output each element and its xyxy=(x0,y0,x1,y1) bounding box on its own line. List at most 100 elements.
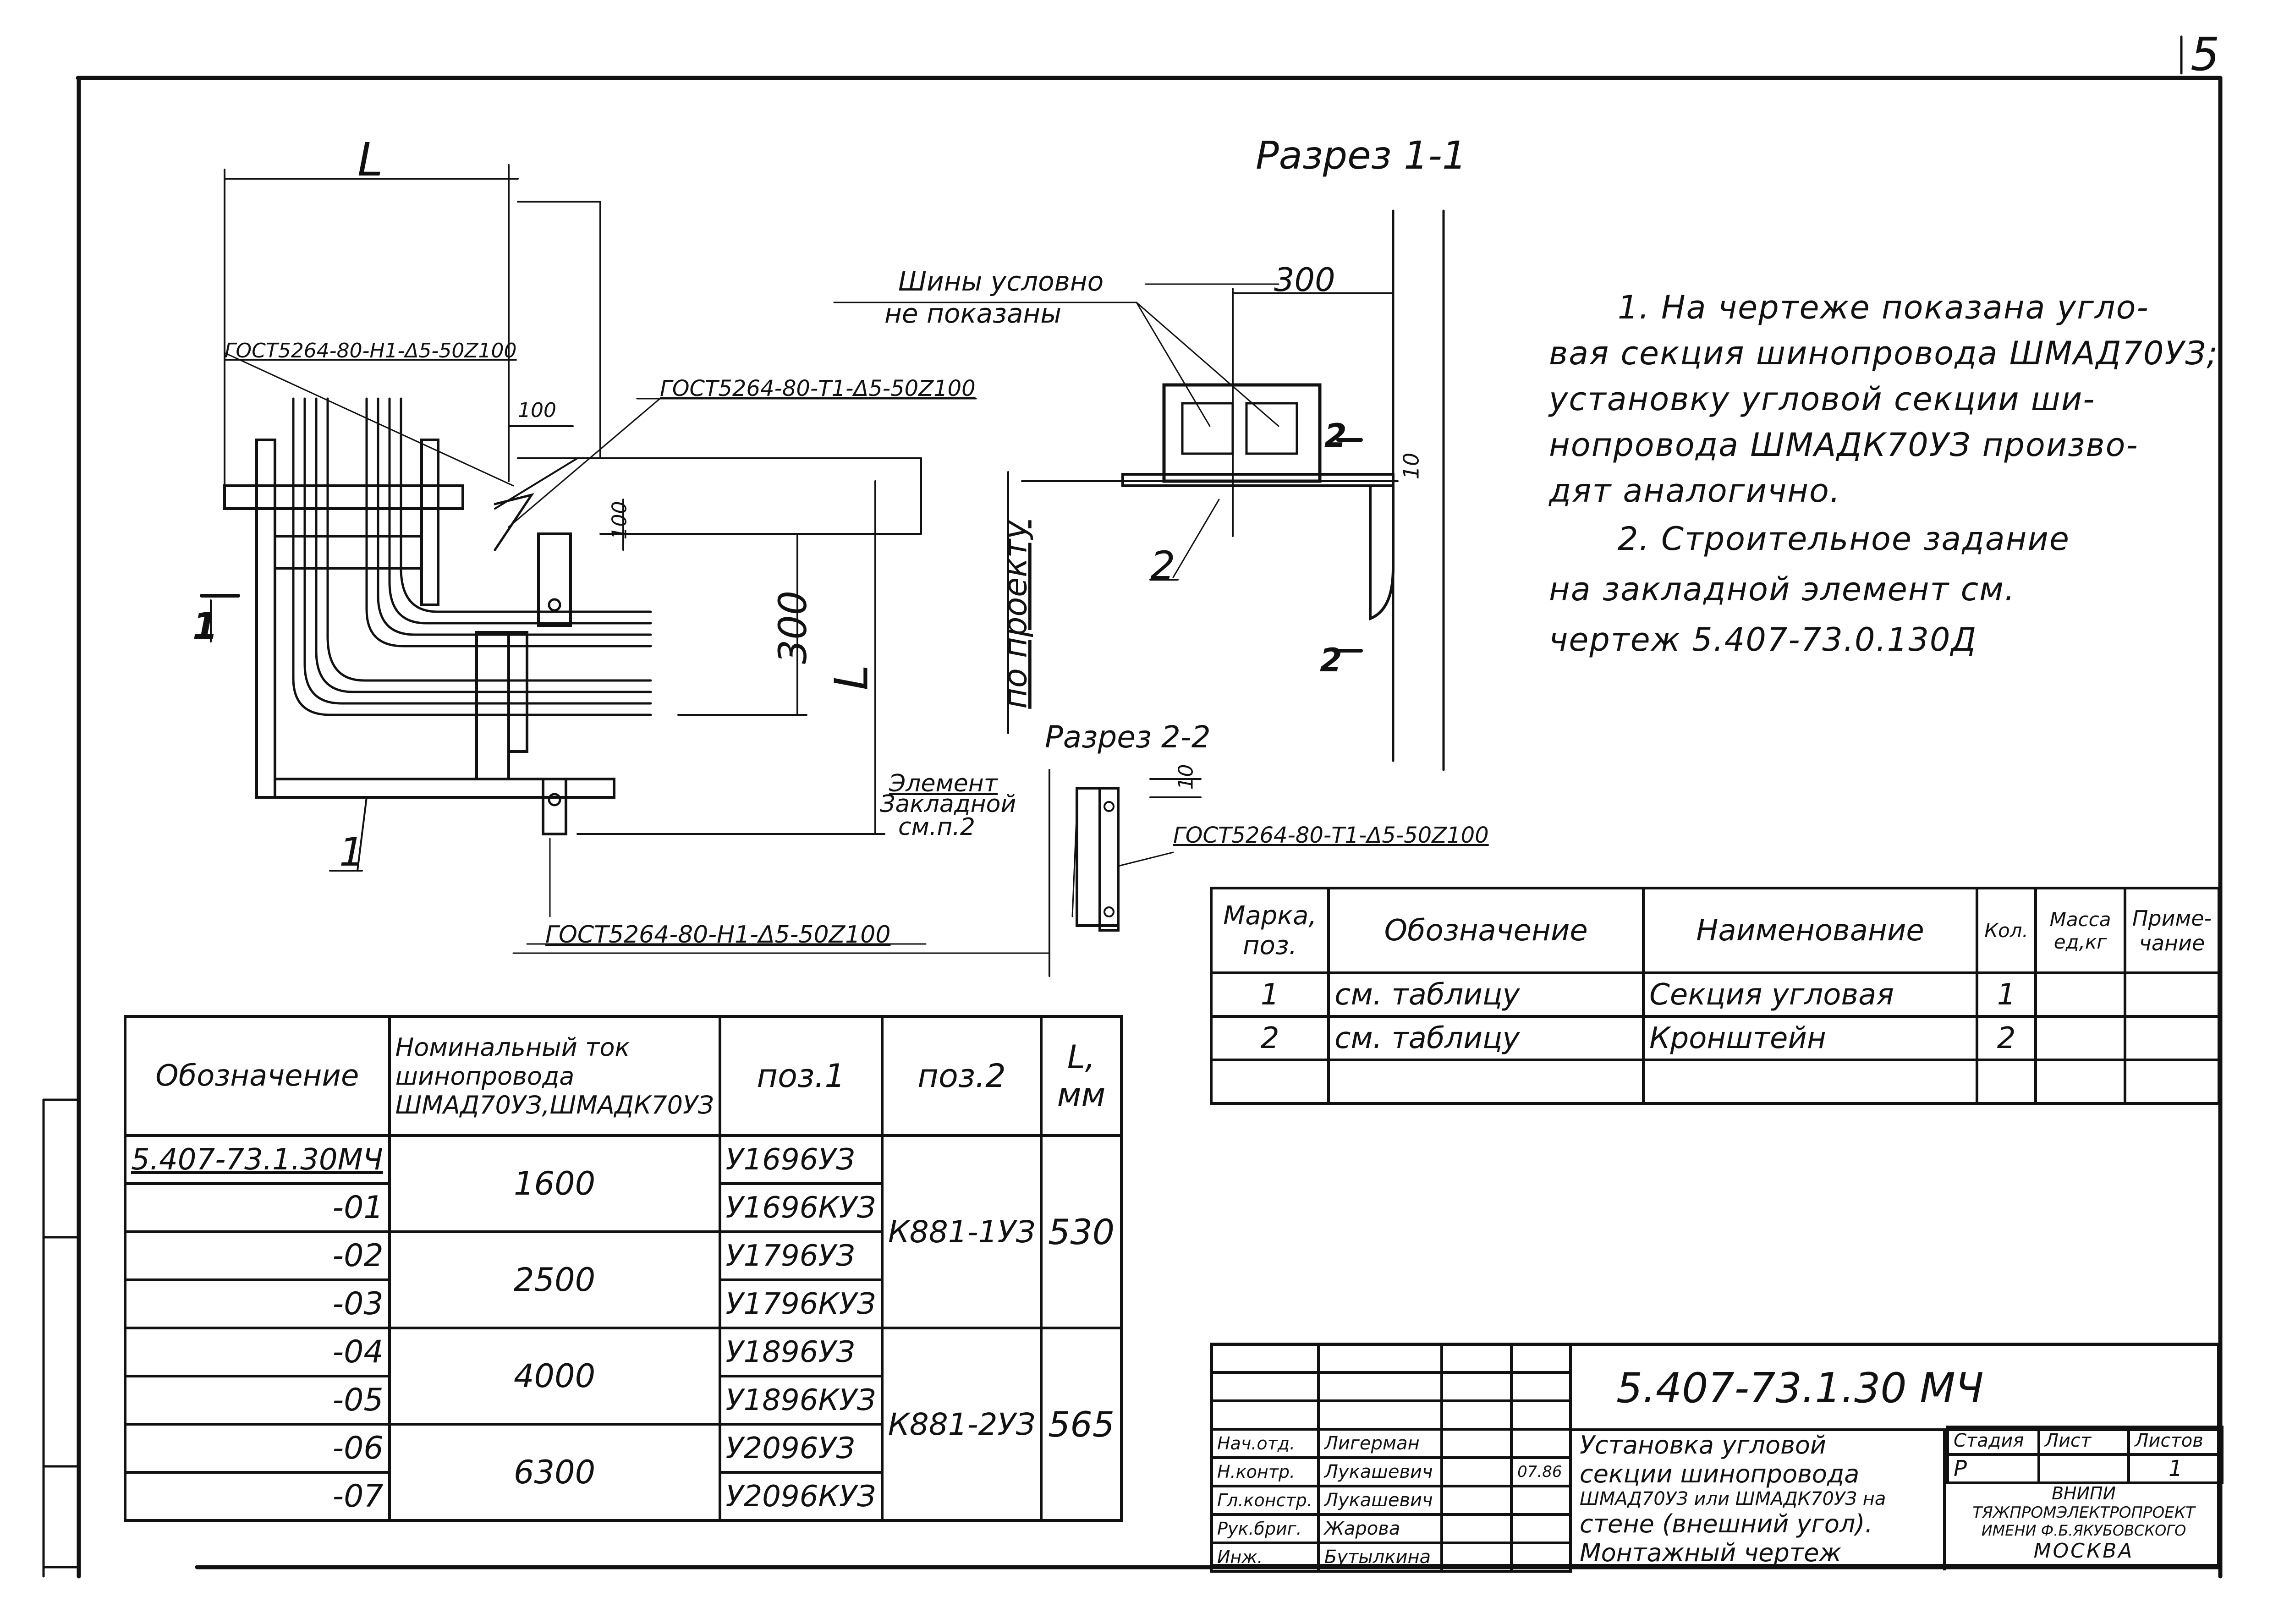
section-1-1-dim-300: 300 xyxy=(1274,261,1335,299)
spec-cell xyxy=(1975,1059,2037,1105)
variant-designation: -05 xyxy=(124,1375,391,1426)
spec-header-mass: Масса ед,кг xyxy=(2034,887,2126,974)
stage-sheet-grid: Стадия Лист Листов Р 1 xyxy=(1946,1426,2224,1484)
spec-cell xyxy=(2034,1059,2126,1105)
variant-pos1: У2096УЗ xyxy=(718,1423,884,1474)
variant-pos1: У1896КУЗ xyxy=(718,1375,884,1426)
by-project-label: по проекту xyxy=(996,520,1034,709)
spec-cell: см. таблицу xyxy=(1327,971,1645,1018)
variants-header-current: Номинальный ток шинопровода ШМАД70УЗ,ШМА… xyxy=(388,1015,721,1137)
organization: ВНИПИ ТЯЖПРОМЭЛЕКТРОПРОЕКТ ИМЕНИ Ф.Б.ЯКУ… xyxy=(1946,1483,2221,1563)
spec-cell: 2 xyxy=(1975,1015,2037,1061)
spec-cell xyxy=(2123,1059,2221,1105)
variants-header-pos2: поз.2 xyxy=(880,1015,1043,1137)
stage-value: Р xyxy=(1946,1453,2040,1484)
spec-cell: Кронштейн xyxy=(1642,1015,1978,1061)
plan-view xyxy=(200,164,977,945)
spec-cell: Секция угловая xyxy=(1642,971,1978,1018)
table-row: Рук.бриг. Жарова xyxy=(1210,1513,1572,1544)
signature-name: Лукашевич xyxy=(1317,1485,1443,1516)
variant-pos2: К881-2УЗ xyxy=(880,1327,1043,1522)
section-2-2-view xyxy=(512,769,1202,977)
note-line: установку угловой секции ши- xyxy=(1549,380,2096,418)
variants-table: Обозначение Номинальный ток шинопровода … xyxy=(124,1015,1123,1522)
variant-designation: -02 xyxy=(124,1230,391,1281)
variant-current: 1600 xyxy=(388,1134,721,1233)
table-row: -07 У2096КУЗ xyxy=(124,1471,1121,1522)
section-2-marker-top: 2 xyxy=(1324,417,1347,455)
table-row: Н.контр. Лукашевич 07.86 xyxy=(1210,1456,1572,1487)
variant-current: 6300 xyxy=(388,1423,721,1522)
organization-line: ИМЕНИ Ф.Б.ЯКУБОВСКОГО xyxy=(1981,1522,2186,1539)
signature-name: Бутылкина xyxy=(1317,1542,1443,1573)
spec-header-note: Приме- чание xyxy=(2123,887,2221,974)
embedded-element-label-b: Закладной xyxy=(880,790,1016,818)
section-1-1-title: Разрез 1-1 xyxy=(1256,133,1467,178)
spec-cell xyxy=(2123,971,2221,1018)
signature-role: Нач.отд. xyxy=(1210,1428,1320,1459)
note-line: 2. Строительное задание xyxy=(1618,520,2070,558)
drawing-title-line: ШМАД70УЗ или ШМАДК70УЗ на xyxy=(1580,1488,1886,1509)
section-1-1-dim-10: 10 xyxy=(1399,452,1424,480)
spec-cell xyxy=(1327,1059,1645,1105)
note-line: 1. На чертеже показана угло- xyxy=(1618,289,2149,326)
signature xyxy=(1440,1485,1513,1516)
plan-dim-100-vertical: 100 xyxy=(608,501,631,540)
signature-grid: Нач.отд. Лигерман Н.контр. Лукашевич 07.… xyxy=(1210,1343,1572,1573)
section-2-2-dim-10: 10 xyxy=(1174,764,1198,790)
variant-current: 2500 xyxy=(388,1230,721,1329)
plan-dim-100-horizontal: 100 xyxy=(518,399,556,422)
spec-header-name: Наименование xyxy=(1642,887,1978,974)
plan-dim-300: 300 xyxy=(770,590,816,664)
variant-pos1: У1796УЗ xyxy=(718,1230,884,1281)
spec-cell: 1 xyxy=(1209,971,1330,1018)
spec-cell xyxy=(1642,1059,1978,1105)
spec-cell xyxy=(1209,1059,1330,1105)
table-row: -04 4000 У1896УЗ К881-2УЗ 565 xyxy=(124,1327,1123,1522)
signature-name: Жарова xyxy=(1317,1513,1443,1544)
document-code: 5.407-73.1.30 МЧ xyxy=(1616,1364,1984,1412)
sheets-value: 1 xyxy=(2127,1453,2224,1484)
variant-length: 565 xyxy=(1040,1327,1123,1522)
section-1-marker: 1 xyxy=(192,605,218,647)
table-row: Нач.отд. Лигерман xyxy=(1210,1428,1572,1459)
busbars-not-shown-b: не показаны xyxy=(884,298,1062,329)
organization-line: МОСКВА xyxy=(2033,1539,2134,1563)
drawing-title-line: Установка угловой xyxy=(1580,1431,1827,1459)
weld-note-2: ГОСТ5264-80-Т1-Δ5-50Z100 xyxy=(660,376,976,401)
note-line: дят аналогично. xyxy=(1549,472,1841,510)
signature xyxy=(1440,1456,1513,1487)
section-1-1-view xyxy=(833,209,1445,771)
spec-header-mark: Марка, поз. xyxy=(1209,887,1330,974)
specification-table: Марка, поз. Обозначение Наименование Кол… xyxy=(1209,887,2221,1105)
organization-line: ТЯЖПРОМЭЛЕКТРОПРОЕКТ xyxy=(1972,1503,2195,1522)
title-block: Нач.отд. Лигерман Н.контр. Лукашевич 07.… xyxy=(1210,1343,2224,1573)
plan-dim-L-top: L xyxy=(357,133,383,187)
table-row: -01 У1696КУЗ xyxy=(124,1182,1121,1233)
signature-date: 07.86 xyxy=(1510,1456,1572,1487)
signature xyxy=(1440,1513,1513,1544)
weld-note-3: ГОСТ5264-80-Т1-Δ5-50Z100 xyxy=(1173,823,1489,848)
variant-pos1: У1696УЗ xyxy=(718,1134,884,1185)
note-line: вая секция шинопровода ШМАД70УЗ; xyxy=(1549,335,2218,372)
table-row: 1 см. таблицу Секция угловая 1 xyxy=(1209,971,2221,1018)
variant-current: 4000 xyxy=(388,1327,721,1426)
note-line: на закладной элемент см. xyxy=(1549,571,2016,608)
section-2-2-title: Разрез 2-2 xyxy=(1045,719,1211,755)
variant-length: 530 xyxy=(1040,1134,1123,1329)
variant-designation: -01 xyxy=(124,1182,391,1233)
sheet-label: Лист xyxy=(2037,1426,2130,1456)
drawing-title-line: стене (внешний угол). xyxy=(1580,1509,1873,1538)
variant-designation: -04 xyxy=(124,1327,391,1377)
position-2-label: 2 xyxy=(1150,543,1175,589)
variant-pos1: У2096КУЗ xyxy=(718,1471,884,1522)
busbars-not-shown-a: Шины условно xyxy=(898,266,1104,297)
variant-pos1: У1896УЗ xyxy=(718,1327,884,1377)
spec-cell xyxy=(2034,1015,2126,1061)
table-row: -03 У1796КУЗ xyxy=(124,1278,1121,1329)
table-row: Гл.констр. Лукашевич xyxy=(1210,1485,1572,1516)
drawing-title: Установка угловой секции шинопровода ШМА… xyxy=(1580,1431,1886,1567)
table-row xyxy=(1209,1059,2221,1105)
note-line: чертеж 5.407-73.0.130Д xyxy=(1549,621,1977,658)
table-row: -06 6300 У2096УЗ xyxy=(124,1423,1121,1522)
